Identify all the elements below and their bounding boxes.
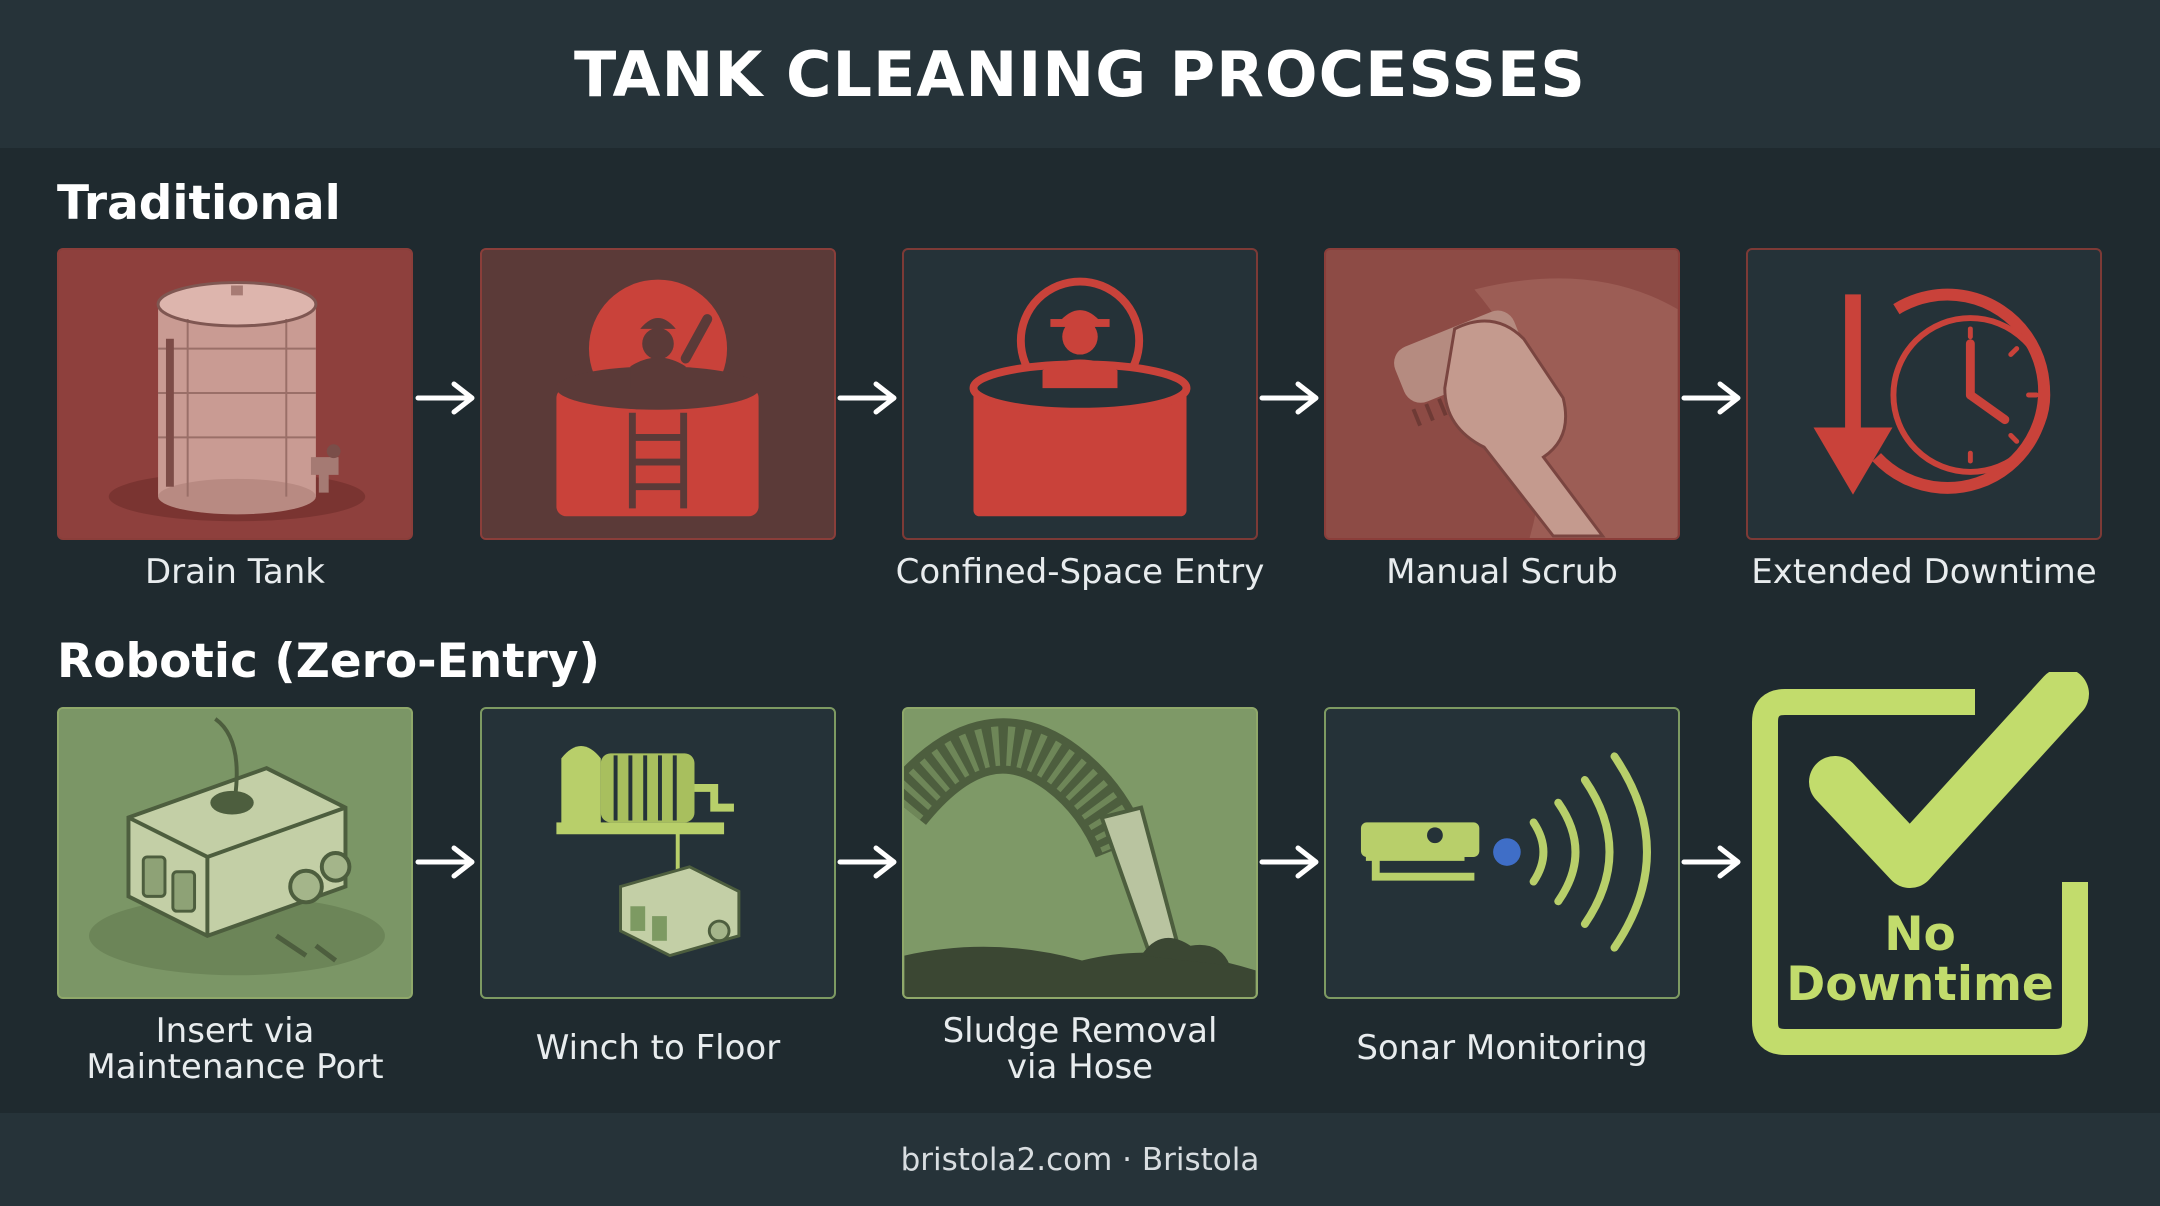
flow-arrow [1258, 842, 1322, 882]
scrub-brush-hand-icon [1326, 250, 1678, 538]
flow-arrow [414, 842, 478, 882]
robot-crawler-icon [59, 709, 411, 997]
caption-sonar: Sonar Monitoring [1356, 1028, 1648, 1068]
flow-arrow [1258, 378, 1322, 418]
caption-sludge-line2: via Hose [1006, 1047, 1154, 1087]
flow-arrow [836, 842, 900, 882]
step-card-confined-space [902, 248, 1258, 540]
no-downtime-badge [1745, 668, 2097, 1062]
worker-in-tank-icon [969, 277, 1191, 517]
caption-insert-line1: Insert via [155, 1011, 315, 1051]
step-card-worker-entry [480, 248, 836, 540]
robotic-heading: Robotic (Zero-Entry) [57, 634, 600, 689]
step-card-sonar [1324, 707, 1680, 999]
caption-insert-line2: Maintenance Port [86, 1047, 384, 1087]
caption-drain-tank: Drain Tank [144, 552, 325, 592]
no-downtime-line2: Downtime [1786, 957, 2054, 1012]
storage-tank-icon [59, 250, 411, 538]
caption-sludge-removal: Sludge Removal via Hose [870, 1013, 1290, 1085]
footer-bar: bristola2.com · Bristola [0, 1113, 2160, 1206]
page-title: TANK CLEANING PROCESSES [574, 37, 1586, 111]
step-card-extended-downtime [1746, 248, 2102, 540]
caption-extended-downtime: Extended Downtime [1751, 552, 2097, 592]
winch-icon [556, 745, 741, 958]
checkmark-icon [1752, 668, 2089, 1055]
caption-insert-via-port: Insert via Maintenance Port [25, 1013, 445, 1085]
step-card-winch [480, 707, 836, 999]
clock-down-arrow-icon [1813, 288, 2051, 495]
flow-arrow [1680, 842, 1744, 882]
no-downtime-label: No Downtime [1760, 910, 2080, 1010]
step-card-manual-scrub [1324, 248, 1680, 540]
step-card-drain-tank [57, 248, 413, 540]
flow-arrow [414, 378, 478, 418]
caption-manual-scrub: Manual Scrub [1386, 552, 1618, 592]
hose-icon [904, 709, 1256, 997]
worker-entering-tank-icon [482, 250, 834, 538]
step-card-sludge-removal [902, 707, 1258, 999]
traditional-heading: Traditional [57, 176, 341, 231]
step-card-insert-robot [57, 707, 413, 999]
caption-confined-space: Confined-Space Entry [895, 552, 1265, 592]
no-downtime-line1: No [1884, 907, 1956, 962]
footer-credit: bristola2.com · Bristola [900, 1141, 1260, 1178]
caption-sludge-line1: Sludge Removal [942, 1011, 1218, 1051]
flow-arrow [1680, 378, 1744, 418]
caption-winch: Winch to Floor [535, 1028, 781, 1068]
flow-arrow [836, 378, 900, 418]
header-bar: TANK CLEANING PROCESSES [0, 0, 2160, 148]
sonar-icon [1360, 752, 1651, 952]
